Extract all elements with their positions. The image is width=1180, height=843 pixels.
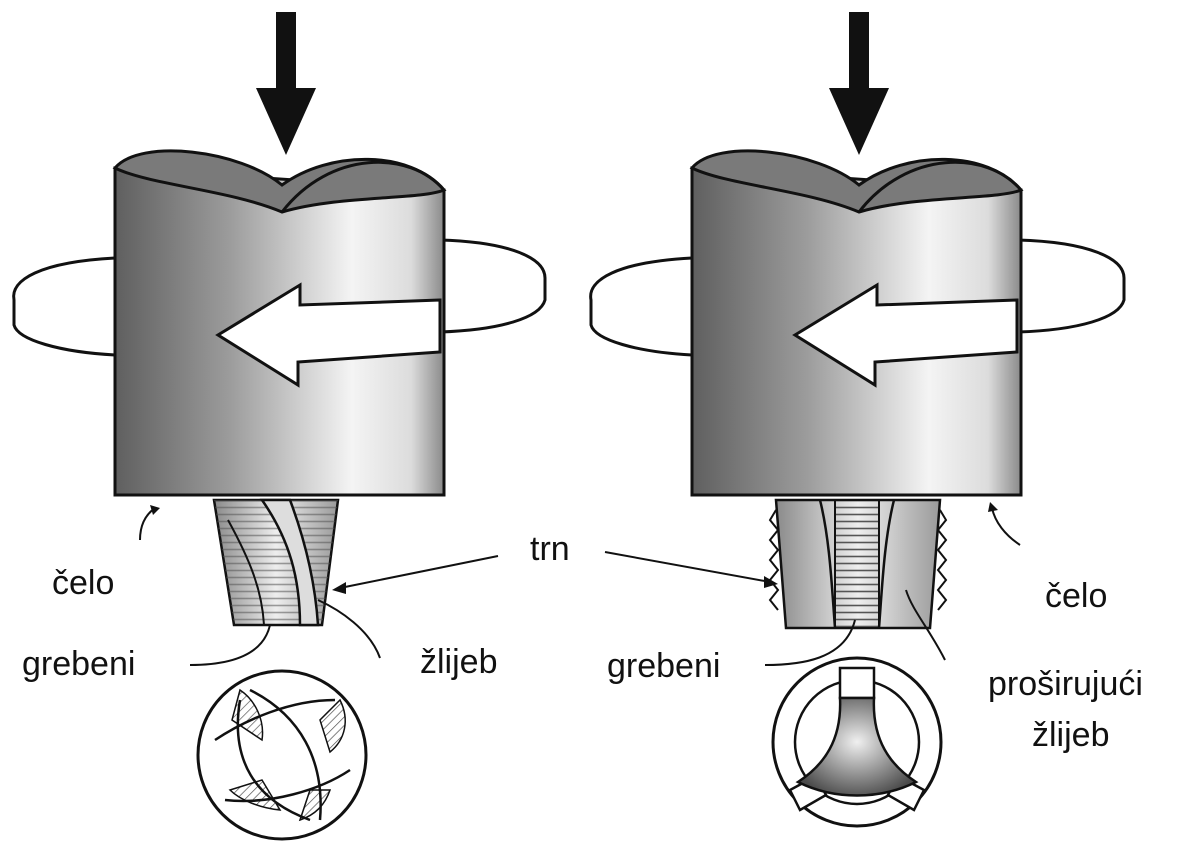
right-flute-label-line1: proširujući: [988, 665, 1143, 703]
right-flute-label-line2: žlijeb: [1032, 716, 1109, 754]
right-down-arrow-icon: [829, 12, 889, 155]
right-tool: grebeni čelo proširujući žlijeb: [591, 12, 1143, 826]
right-crests-label: grebeni: [607, 647, 720, 685]
left-flute-label: žlijeb: [420, 643, 497, 681]
right-tap: [770, 500, 946, 628]
right-cross-section: [773, 658, 941, 826]
left-crests-label: grebeni: [22, 645, 135, 683]
left-cross-section: [198, 671, 366, 839]
left-face-label: čelo: [52, 564, 114, 602]
center-land-label: trn: [530, 530, 570, 568]
left-down-arrow-icon: [256, 12, 316, 155]
left-tap: [214, 500, 338, 625]
left-tool: čelo grebeni žlijeb: [14, 12, 545, 839]
right-face-label: čelo: [1045, 577, 1107, 615]
